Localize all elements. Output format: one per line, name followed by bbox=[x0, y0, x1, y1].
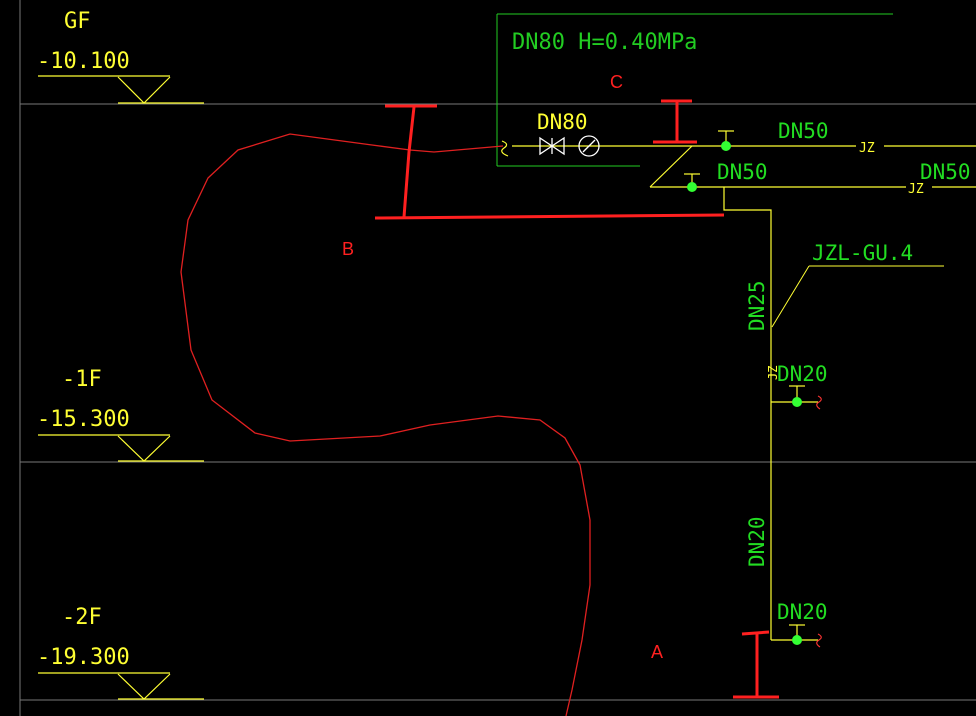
level-marker-2f: -2F -19.300 bbox=[37, 605, 204, 700]
level-name-gf: GF bbox=[64, 9, 91, 34]
tap1-node-icon[interactable] bbox=[792, 397, 802, 407]
branch1-node-icon[interactable] bbox=[721, 141, 731, 151]
pressure-gauge-icon[interactable] bbox=[578, 135, 600, 157]
level-triangle-2f bbox=[117, 673, 171, 700]
tap2-node-icon[interactable] bbox=[792, 635, 802, 645]
annotation-c-label: C bbox=[610, 72, 623, 92]
level-triangle-gf bbox=[117, 76, 171, 104]
level-name-1f: -1F bbox=[62, 367, 102, 392]
level-elevation-1f: -15.300 bbox=[37, 407, 130, 432]
red-markup: A B C bbox=[180, 72, 779, 716]
valve-size-label: DN80 bbox=[537, 110, 588, 134]
tap2-size-label: DN20 bbox=[777, 600, 828, 624]
tap1-size-label: DN20 bbox=[777, 362, 828, 386]
pressure-note-frame: DN80 H=0.40MPa bbox=[496, 13, 893, 167]
level-triangle-1f bbox=[117, 435, 171, 462]
riser-code-label: JZ bbox=[766, 366, 780, 380]
gate-valve-icon[interactable] bbox=[539, 136, 565, 156]
riser-pipe: JZL-GU.4 DN25 JZ DN20 DN20 DN20 bbox=[723, 187, 944, 648]
annotation-a-label: A bbox=[651, 642, 663, 662]
riser-size-label-2: DN20 bbox=[745, 516, 769, 567]
pipe-code-2: JZ bbox=[908, 182, 924, 197]
riser-leader-line bbox=[771, 265, 810, 328]
riser-size-label-1: DN25 bbox=[745, 280, 769, 331]
main-supply-pipe: DN80 DN50 JZ DN50 JZ DN50 bbox=[501, 110, 976, 197]
level-marker-1f: -1F -15.300 bbox=[37, 367, 204, 462]
branch2-size-label: DN50 bbox=[717, 160, 768, 184]
annotation-b-label: B bbox=[342, 239, 354, 259]
level-marker-gf: GF -10.100 bbox=[37, 9, 204, 104]
pressure-note-text: DN80 H=0.40MPa bbox=[512, 30, 697, 55]
branch1-size-label: DN50 bbox=[778, 119, 829, 143]
tee-diagonal bbox=[649, 145, 693, 188]
level-name-2f: -2F bbox=[62, 605, 102, 630]
tap2-break-icon bbox=[816, 633, 822, 648]
marker-a-top-cap bbox=[741, 630, 770, 636]
level-elevation-2f: -19.300 bbox=[37, 645, 130, 670]
riser-line bbox=[723, 187, 772, 640]
riser-label: JZL-GU.4 bbox=[812, 241, 913, 265]
level-elevation-gf: -10.100 bbox=[37, 49, 130, 74]
marker-b-stem bbox=[402, 106, 416, 218]
marker-b-bottom-line bbox=[374, 213, 725, 220]
tap1-break-icon bbox=[816, 395, 822, 410]
markup-freehand-curve bbox=[180, 133, 591, 716]
pipe-break-symbol bbox=[501, 140, 509, 157]
right-size-label: DN50 bbox=[920, 160, 971, 184]
pipe-code-1: JZ bbox=[859, 141, 875, 156]
branch2-node-icon[interactable] bbox=[687, 182, 697, 192]
